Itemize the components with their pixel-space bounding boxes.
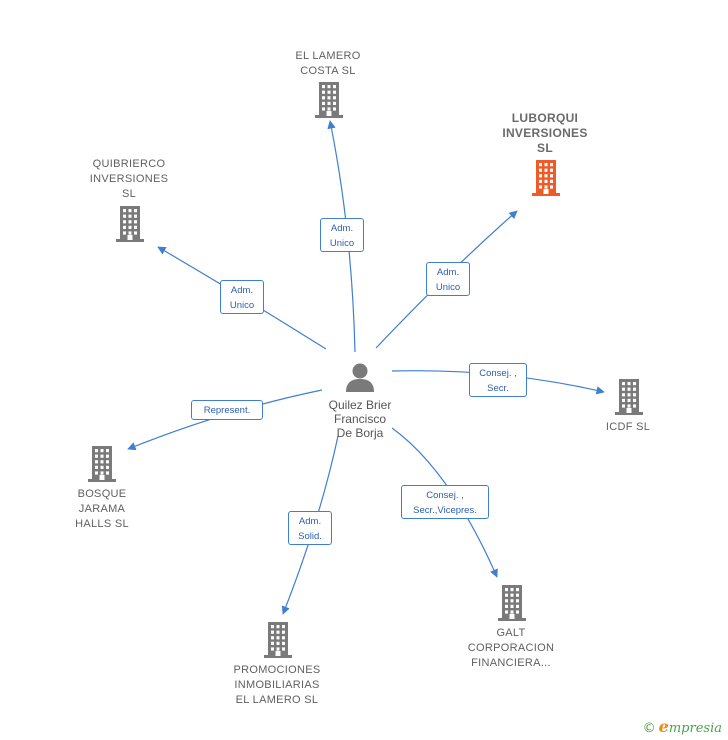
company-label-line: INVERSIONES (89, 173, 169, 185)
building-icon (498, 585, 526, 621)
company-label-bosque-jarama[interactable]: BOSQUE JARAMA HALLS SL (42, 487, 162, 532)
building-icon (264, 622, 292, 658)
company-label-quibrierco[interactable]: QUIBRIERCO INVERSIONES SL (69, 157, 189, 202)
company-label-icdf[interactable]: ICDF SL (578, 420, 678, 435)
person-icon (346, 363, 374, 392)
company-label-line: BOSQUE (77, 488, 127, 500)
building-icon (116, 206, 144, 242)
company-label-line: PROMOCIONES (233, 664, 321, 676)
relation-label-line: Secr. (487, 383, 509, 394)
relation-label-line: Unico (329, 238, 355, 249)
company-label-line: QUIBRIERCO (92, 158, 166, 170)
center-line-1: Quilez Brier (328, 398, 392, 412)
company-label-line: ICDF SL (605, 421, 651, 433)
company-label-promociones[interactable]: PROMOCIONES INMOBILIARIAS EL LAMERO SL (207, 663, 347, 708)
center-line-2: Francisco (333, 412, 386, 426)
company-label-line: COSTA SL (300, 65, 356, 77)
copyright-symbol: © (642, 721, 656, 736)
relation-label-promociones[interactable]: Adm. Solid. (288, 511, 332, 545)
building-icon (615, 379, 643, 415)
company-label-galt[interactable]: GALT CORPORACION FINANCIERA... (446, 626, 576, 671)
company-label-line: JARAMA (78, 503, 126, 515)
relation-label-quibrierco[interactable]: Adm. Unico (220, 280, 264, 314)
company-label-line: LUBORQUI (511, 111, 579, 125)
relation-label-icdf[interactable]: Consej. , Secr. (469, 363, 527, 397)
relation-label-bosque-jarama[interactable]: Represent. (191, 400, 263, 420)
company-label-el-lamero-costa[interactable]: EL LAMERO COSTA SL (268, 49, 388, 79)
building-icon (88, 446, 116, 482)
relation-label-line: Unico (435, 282, 461, 293)
relation-label-line: Consej. , (479, 368, 517, 379)
company-label-line: SL (121, 188, 137, 200)
relation-label-line: Adm. (436, 267, 460, 278)
company-label-line: INMOBILIARIAS (234, 679, 320, 691)
brand-initial: e (658, 717, 669, 736)
building-icon (532, 160, 560, 196)
company-label-line: EL LAMERO SL (235, 694, 319, 706)
company-label-line: CORPORACION (467, 642, 555, 654)
company-label-line: FINANCIERA... (471, 657, 551, 669)
relation-label-line: Adm. (330, 223, 354, 234)
relation-label-line: Secr.,Vicepres. (413, 505, 477, 516)
center-person-label[interactable]: Quilez Brier Francisco De Borja (310, 398, 410, 440)
relation-label-line: Unico (229, 300, 255, 311)
company-label-line: HALLS SL (75, 518, 129, 530)
company-label-line: GALT (496, 627, 526, 639)
company-label-line: EL LAMERO (295, 50, 361, 62)
relation-label-galt[interactable]: Consej. , Secr.,Vicepres. (401, 485, 489, 519)
relation-label-line: Adm. (230, 285, 254, 296)
relation-label-line: Adm. (298, 516, 322, 527)
relation-label-line: Represent. (203, 405, 251, 416)
relation-label-luborqui[interactable]: Adm. Unico (426, 262, 470, 296)
relation-label-line: Solid. (298, 531, 322, 542)
building-icon (315, 82, 343, 118)
brand-name: mpresia (668, 721, 722, 736)
company-label-line: SL (537, 141, 553, 155)
relation-label-el-lamero-costa[interactable]: Adm. Unico (320, 218, 364, 252)
brand-footer: ©empresia (643, 717, 722, 736)
company-label-line: INVERSIONES (502, 126, 588, 140)
relation-label-line: Consej. , (426, 490, 464, 501)
center-line-3: De Borja (336, 426, 384, 440)
